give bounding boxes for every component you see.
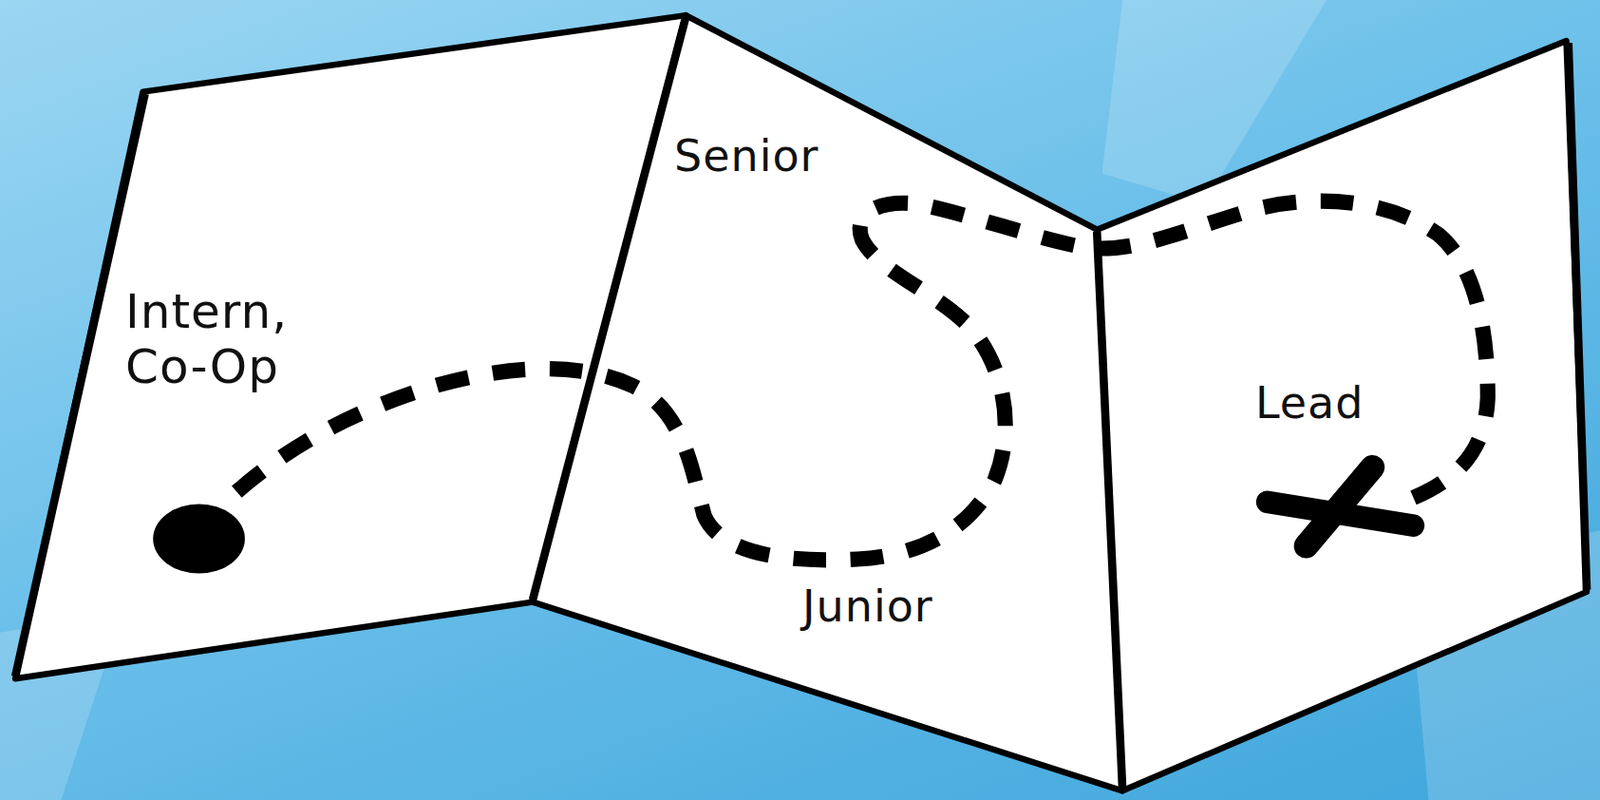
map-panels (15, 15, 1587, 791)
map-panel (532, 15, 1123, 791)
map-label: Lead (1251, 377, 1369, 429)
fold-shadows (15, 17, 1587, 789)
map-label: Junior (798, 581, 938, 632)
map-label: Intern, Co-Op (121, 284, 358, 395)
x-mark (1267, 467, 1414, 546)
map-label: Senior (670, 131, 824, 182)
dashed-trail (236, 201, 1488, 561)
start-dot (152, 504, 245, 574)
map-panel (1096, 40, 1587, 791)
